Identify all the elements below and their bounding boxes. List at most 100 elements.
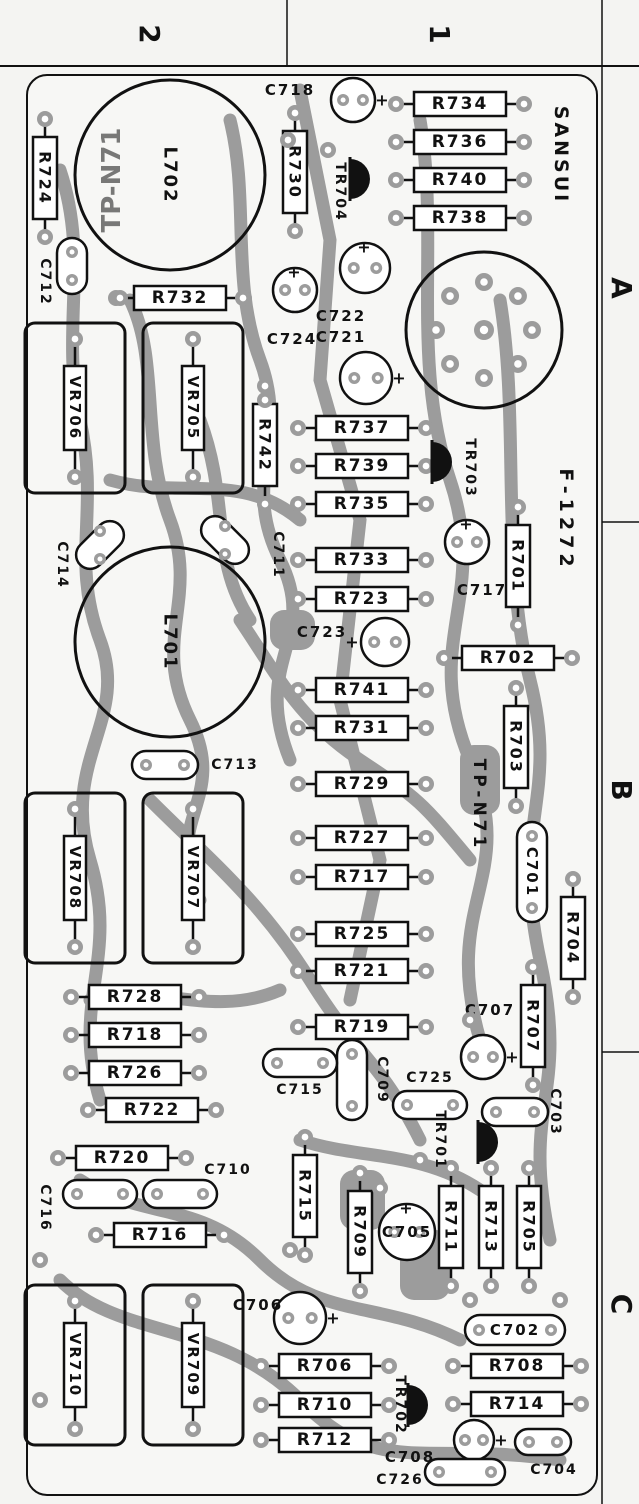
pad-hole (416, 1156, 424, 1164)
cap-outline (272, 1290, 328, 1346)
pad-hole (375, 375, 381, 381)
capacitor-c704-label: C704 (530, 1462, 578, 1478)
capacitor-c706: +C706 (233, 1290, 341, 1346)
resistor-r738: R738 (388, 204, 532, 232)
cap-outline (513, 1427, 573, 1457)
pad-hole (520, 138, 528, 146)
pad-hole (480, 278, 488, 286)
transistor-tr701-label: TR701 (432, 1110, 448, 1170)
pad-hole (432, 326, 440, 334)
resistor-body (519, 983, 547, 1069)
pad-hole (257, 1362, 265, 1370)
resistor-r731-label: R731 (334, 718, 391, 738)
vr-body (62, 1321, 88, 1409)
variable-resistor-vr706: VR706 (23, 321, 127, 495)
resistor-body (314, 414, 410, 442)
resistor-r727: R727 (290, 824, 434, 852)
cap-outline (338, 241, 392, 295)
pad-hole (447, 1282, 455, 1290)
pad-hole (189, 943, 197, 951)
resistor-r739-label: R739 (334, 456, 391, 476)
transistor-tr702-label: TR702 (392, 1375, 408, 1435)
pad-hole (556, 1296, 564, 1304)
trace (103, 473, 307, 527)
pad-hole (488, 1469, 494, 1475)
resistor-r704: R704 (559, 871, 587, 1005)
pad-hole (520, 100, 528, 108)
pad-hole (181, 762, 187, 768)
pad-hole (257, 1401, 265, 1409)
resistor-body (87, 1021, 183, 1049)
pad-hole (189, 335, 197, 343)
pad-hole (294, 556, 302, 564)
pad-hole (41, 233, 49, 241)
resistor-body (314, 676, 410, 704)
cap-outline (141, 1178, 219, 1210)
vr-body (180, 1321, 206, 1409)
capacitor-c701-label: C701 (523, 847, 541, 897)
pad-hole (294, 873, 302, 881)
capacitor-c724-label: C724 (267, 330, 317, 348)
capacitor-c709-label: C709 (374, 1056, 390, 1104)
resistor-body (314, 714, 410, 742)
capacitor-c706-polarity: + (326, 1309, 341, 1328)
capacitor-c717-polarity: + (459, 515, 474, 534)
grid-row-a: A (605, 277, 638, 299)
resistor-body (291, 1153, 319, 1239)
pad-hole (195, 993, 203, 1001)
pad-hole (422, 595, 430, 603)
capacitor-c702: C702 (463, 1313, 567, 1347)
resistor-r718: R718 (63, 1021, 207, 1049)
pad-hole (301, 1251, 309, 1259)
resistor-r742: R742 (251, 378, 279, 512)
cap-outline (130, 749, 200, 781)
coil-l701: L701 (73, 545, 267, 739)
capacitor-c710-label: C710 (204, 1162, 252, 1178)
capacitor-c723-polarity: + (345, 633, 360, 652)
resistor-r708: R708 (445, 1352, 589, 1380)
resistor-body (502, 704, 530, 790)
pad-hole (422, 930, 430, 938)
pad-hole (385, 1362, 393, 1370)
resistor-r729: R729 (290, 770, 434, 798)
resistor-body (504, 523, 532, 609)
capacitor-c717-label: C717 (457, 581, 507, 599)
resistor-r710: R710 (253, 1391, 397, 1419)
capacitor-c721-polarity: + (392, 369, 407, 388)
resistor-body (314, 920, 410, 948)
pad-hole (385, 1436, 393, 1444)
pad-hole (422, 462, 430, 470)
pad-hole (195, 1031, 203, 1039)
pad-hole (514, 621, 522, 629)
pad-hole (422, 500, 430, 508)
pad-hole (351, 375, 357, 381)
resistor-body (314, 452, 410, 480)
resistor-r726-label: R726 (107, 1063, 164, 1083)
resistor-r716-label: R716 (132, 1225, 189, 1245)
capacitor-c723-label: C723 (297, 623, 347, 641)
pad-hole (569, 875, 577, 883)
pad-hole (294, 967, 302, 975)
pad-hole (74, 1191, 80, 1197)
coil-outline (73, 545, 267, 739)
resistor-body (112, 1221, 208, 1249)
pad-hole (351, 265, 357, 271)
resistor-r722: R722 (80, 1096, 224, 1124)
resistor-body (314, 490, 410, 518)
resistor-body (477, 1184, 505, 1270)
capacitor-c703-label: C703 (547, 1088, 563, 1136)
resistor-r713: R713 (477, 1160, 505, 1294)
resistor-body (412, 128, 508, 156)
pad-hole (446, 292, 454, 300)
resistor-r721-label: R721 (334, 961, 391, 981)
variable-resistor-vr710: VR710 (23, 1283, 127, 1447)
resistor-r703-label: R703 (507, 720, 526, 774)
resistor-body (277, 1352, 373, 1380)
vr-outline (141, 791, 245, 965)
resistor-r704-label: R704 (564, 911, 583, 965)
coil-l701-label: L701 (160, 613, 181, 670)
pad-hole (261, 500, 269, 508)
capacitor-c713-label: C713 (211, 757, 259, 773)
